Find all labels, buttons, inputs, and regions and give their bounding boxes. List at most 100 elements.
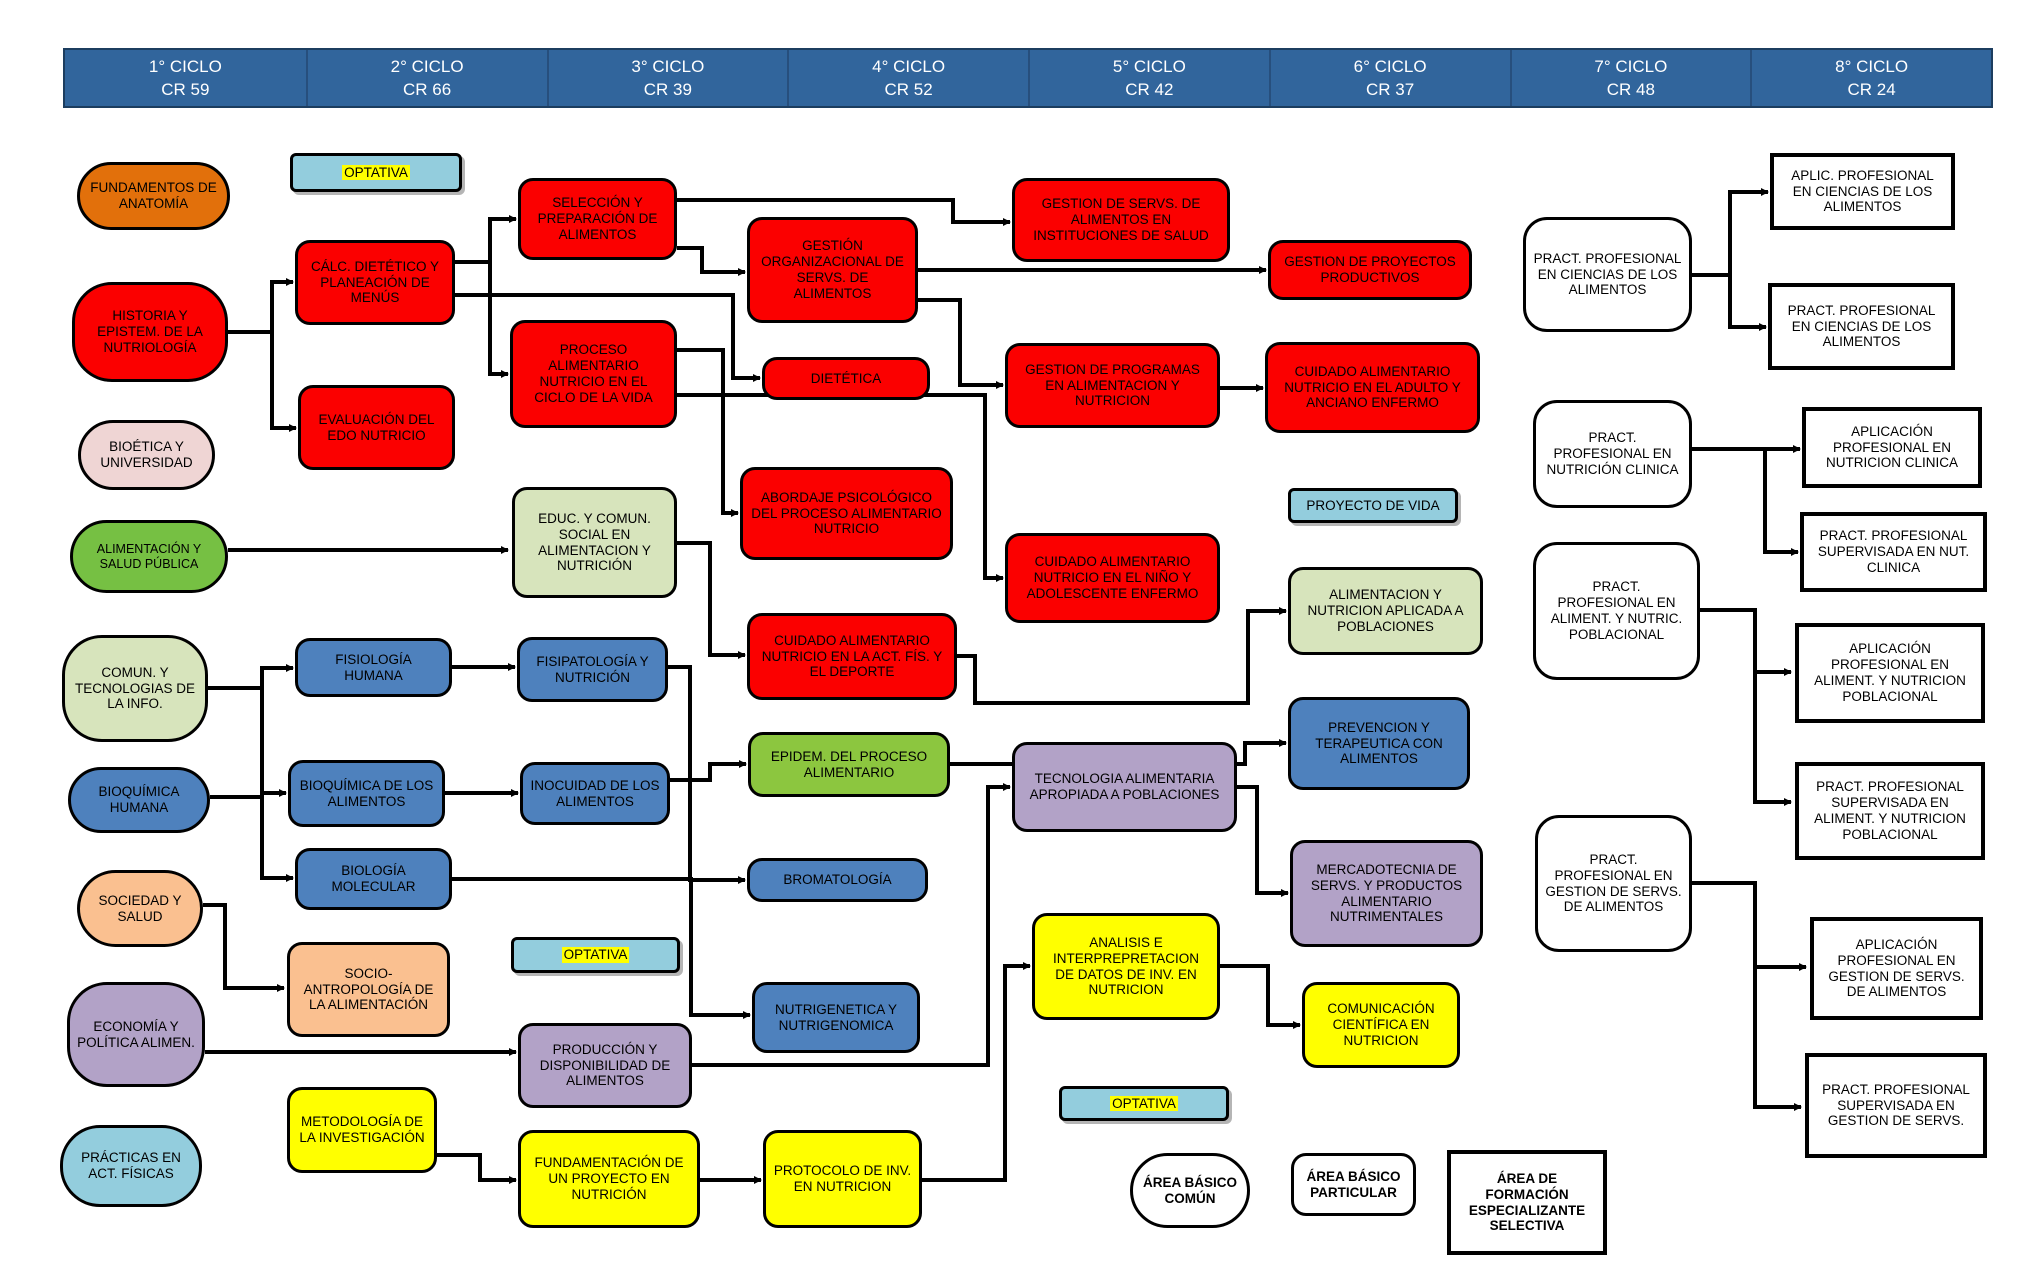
connector-8 xyxy=(918,298,1004,389)
connector-23 xyxy=(203,903,285,992)
course-box-aplicacion-profesional-en-aliment-y-nutr: APLICACIÓN PROFESIONAL EN ALIMENT. Y NUT… xyxy=(1795,623,1985,723)
course-label: GESTION DE PROYECTOS PRODUCTIVOS xyxy=(1284,254,1456,285)
course-box-educ-y-comun-social-en-alimentacion-y-nu: EDUC. Y COMUN. SOCIAL EN ALIMENTACION Y … xyxy=(512,487,677,598)
connector-22 xyxy=(677,541,746,659)
course-label: SOCIO-ANTROPOLOGÍA DE LA ALIMENTACIÓN xyxy=(303,965,434,1013)
course-label: ECONOMÍA Y POLÍTICA ALIMEN. xyxy=(77,1018,195,1050)
course-label: APLICACIÓN PROFESIONAL EN ALIMENT. Y NUT… xyxy=(1814,641,1966,704)
course-box-sociedad-y-salud: SOCIEDAD Y SALUD xyxy=(77,870,203,947)
connector-2 xyxy=(455,215,517,264)
cycle-name: 3° CICLO xyxy=(631,56,705,76)
cycle-name: 5° CICLO xyxy=(1112,56,1186,76)
course-box-seleccion-y-preparacion-de-alimentos: SELECCIÓN Y PREPARACIÓN DE ALIMENTOS xyxy=(518,178,677,260)
course-label: PRODUCCIÓN Y DISPONIBILIDAD DE ALIMENTOS xyxy=(539,1041,671,1089)
cycle-name: 7° CICLO xyxy=(1594,56,1668,76)
course-label: DIETÉTICA xyxy=(810,370,882,386)
connector-5 xyxy=(677,198,1011,226)
course-box-prevencion-y-terapeutica-con-alimentos: PREVENCION Y TERAPEUTICA CON ALIMENTOS xyxy=(1288,697,1470,790)
course-label: CUIDADO ALIMENTARIO NUTRICIO EN EL NIÑO … xyxy=(1026,554,1199,601)
course-box-pract-profesional-supervisada-en-aliment: PRACT. PROFESIONAL SUPERVISADA EN ALIMEN… xyxy=(1795,762,1985,860)
course-label: ÁREA BÁSICO COMÚN xyxy=(1142,1174,1237,1206)
course-label: ABORDAJE PSICOLÓGICO DEL PROCESO ALIMENT… xyxy=(751,489,942,537)
course-label: CUIDADO ALIMENTARIO NUTRICIO EN EL ADULT… xyxy=(1284,363,1461,411)
course-label: ÁREA BÁSICO PARTICULAR xyxy=(1306,1168,1401,1200)
course-label: TECNOLOGIA ALIMENTARIA APROPIADA A POBLA… xyxy=(1029,771,1220,802)
connector-14 xyxy=(260,688,287,797)
course-label: PRACT. PROFESIONAL SUPERVISADA EN GESTIO… xyxy=(1822,1081,1970,1129)
course-box-optativa: OPTATIVA xyxy=(511,937,680,973)
course-box-analisis-e-interprepretacion-de-datos-de: ANALISIS E INTERPREPRETACION DE DATOS DE… xyxy=(1032,913,1220,1020)
cycle-credits: CR 59 xyxy=(161,80,210,99)
course-label: GESTION DE SERVS. DE ALIMENTOS EN INSTIT… xyxy=(1033,196,1209,243)
course-box-bromatologia: BROMATOLOGÍA xyxy=(747,858,928,902)
course-label: ÁREA DE FORMACIÓN ESPECIALIZANTE SELECTI… xyxy=(1468,1170,1586,1234)
course-box-pract-profesional-en-ciencias-de-los-ali: PRACT. PROFESIONAL EN CIENCIAS DE LOS AL… xyxy=(1523,217,1692,332)
connector-27 xyxy=(922,962,1031,1182)
course-box-pract-profesional-en-gestion-de-servs-de: PRACT. PROFESIONAL EN GESTION DE SERVS. … xyxy=(1535,815,1692,952)
course-box-pract-profesional-en-nutricion-clinica: PRACT. PROFESIONAL EN NUTRICIÓN CLINICA xyxy=(1533,400,1692,508)
connector-20 xyxy=(452,877,751,1019)
course-label: BROMATOLOGÍA xyxy=(783,872,892,888)
course-label: OPTATIVA xyxy=(561,947,630,963)
connector-9 xyxy=(677,348,739,517)
course-box-gestion-de-proyectos-productivos: GESTION DE PROYECTOS PRODUCTIVOS xyxy=(1268,240,1472,300)
course-box-comun-y-tecnologias-de-la-info: COMUN. Y TECNOLOGIAS DE LA INFO. xyxy=(62,635,208,742)
course-box-aplicacion-profesional-en-nutricion-clin: APLICACIÓN PROFESIONAL EN NUTRICION CLIN… xyxy=(1802,407,1982,488)
connector-30 xyxy=(957,607,1287,705)
course-box-area-de-formacion-especializante-selecti: ÁREA DE FORMACIÓN ESPECIALIZANTE SELECTI… xyxy=(1447,1150,1607,1255)
course-box-tecnologia-alimentaria-apropiada-a-pobla: TECNOLOGIA ALIMENTARIA APROPIADA A POBLA… xyxy=(1012,742,1237,832)
cycle-credits: CR 24 xyxy=(1847,80,1896,99)
course-box-practicas-en-act-fisicas: PRÁCTICAS EN ACT. FÍSICAS xyxy=(60,1125,202,1207)
course-label: FISIOLOGÍA HUMANA xyxy=(335,651,412,683)
connector-28 xyxy=(1220,964,1301,1029)
connector-6 xyxy=(677,246,746,276)
course-box-area-basico-particular: ÁREA BÁSICO PARTICULAR xyxy=(1291,1153,1416,1216)
course-label: CÁLC. DIETÉTICO Y PLANEACIÓN DE MENÚS xyxy=(310,258,440,306)
course-box-fisiologia-humana: FISIOLOGÍA HUMANA xyxy=(295,638,452,697)
cycle-credits: CR 48 xyxy=(1606,80,1655,99)
course-label: GESTION DE PROGRAMAS EN ALIMENTACION Y N… xyxy=(1025,361,1200,409)
course-label: COMUNICACIÓN CIENTÍFICA EN NUTRICION xyxy=(1327,1001,1435,1048)
course-box-metodologia-de-la-investigacion: METODOLOGÍA DE LA INVESTIGACIÓN xyxy=(287,1087,437,1173)
course-label: PRACT. PROFESIONAL SUPERVISADA EN NUT. C… xyxy=(1817,528,1970,575)
course-box-proyecto-de-vida: PROYECTO DE VIDA xyxy=(1288,488,1458,523)
course-box-economia-y-politica-alimen: ECONOMÍA Y POLÍTICA ALIMEN. xyxy=(67,982,205,1087)
course-label: NUTRIGENETICA Y NUTRIGENOMICA xyxy=(774,1001,898,1033)
cycle-name: 2° CICLO xyxy=(390,56,464,76)
cycle-header-3: 3° CICLO CR 39 xyxy=(546,50,788,106)
cycle-header-7: 7° CICLO CR 48 xyxy=(1509,50,1751,106)
course-box-aplic-profesional-en-ciencias-de-los-ali: APLIC. PROFESIONAL EN CIENCIAS DE LOS AL… xyxy=(1770,153,1955,230)
cycle-credits: CR 39 xyxy=(643,80,692,99)
course-box-pract-profesional-supervisada-en-nut-cli: PRACT. PROFESIONAL SUPERVISADA EN NUT. C… xyxy=(1800,512,1987,592)
course-box-pract-profesional-en-ciencias-de-los-ali: PRACT. PROFESIONAL EN CIENCIAS DE LOS AL… xyxy=(1768,283,1955,370)
course-box-dietetica: DIETÉTICA xyxy=(762,357,930,400)
course-label: APLICACIÓN PROFESIONAL EN NUTRICION CLIN… xyxy=(1825,423,1958,471)
course-box-alimentacion-y-salud-publica: ALIMENTACIÓN Y SALUD PÚBLICA xyxy=(70,520,228,593)
course-label: PROTOCOLO DE INV. EN NUTRICION xyxy=(773,1163,912,1194)
course-label: PRACT. PROFESIONAL EN CIENCIAS DE LOS AL… xyxy=(1533,250,1682,298)
course-box-nutrigenetica-y-nutrigenomica: NUTRIGENETICA Y NUTRIGENOMICA xyxy=(752,982,920,1053)
course-box-optativa: OPTATIVA xyxy=(1059,1086,1229,1121)
course-label: PRACT. PROFESIONAL EN CIENCIAS DE LOS AL… xyxy=(1787,302,1936,350)
course-label: BIOÉTICA Y UNIVERSIDAD xyxy=(100,439,193,470)
course-label: FISIPATOLOGÍA Y NUTRICIÓN xyxy=(536,653,649,685)
course-box-cuidado-alimentario-nutricio-en-el-adult: CUIDADO ALIMENTARIO NUTRICIO EN EL ADULT… xyxy=(1265,342,1480,433)
course-label: BIOLOGÍA MOLECULAR xyxy=(331,863,416,894)
course-label: INOCUIDAD DE LOS ALIMENTOS xyxy=(530,777,660,809)
course-box-alimentacion-y-nutricion-aplicada-a-pobl: ALIMENTACION Y NUTRICION APLICADA A POBL… xyxy=(1288,567,1483,655)
course-box-inocuidad-de-los-alimentos: INOCUIDAD DE LOS ALIMENTOS xyxy=(520,762,670,825)
course-box-evaluacion-del-edo-nutricio: EVALUACIÓN DEL EDO NUTRICIO xyxy=(298,385,455,470)
connector-1 xyxy=(270,332,297,432)
course-box-cuidado-alimentario-nutricio-en-el-nino-: CUIDADO ALIMENTARIO NUTRICIO EN EL NIÑO … xyxy=(1005,533,1220,623)
course-box-epidem-del-proceso-alimentario: EPIDEM. DEL PROCESO ALIMENTARIO xyxy=(748,732,950,797)
connector-39 xyxy=(1692,881,1807,971)
course-label: GESTIÓN ORGANIZACIONAL DE SERVS. DE ALIM… xyxy=(761,238,904,301)
course-box-fisipatologia-y-nutricion: FISIPATOLOGÍA Y NUTRICIÓN xyxy=(517,637,668,702)
course-label: PRACT. PROFESIONAL EN NUTRICIÓN CLINICA xyxy=(1546,430,1679,477)
